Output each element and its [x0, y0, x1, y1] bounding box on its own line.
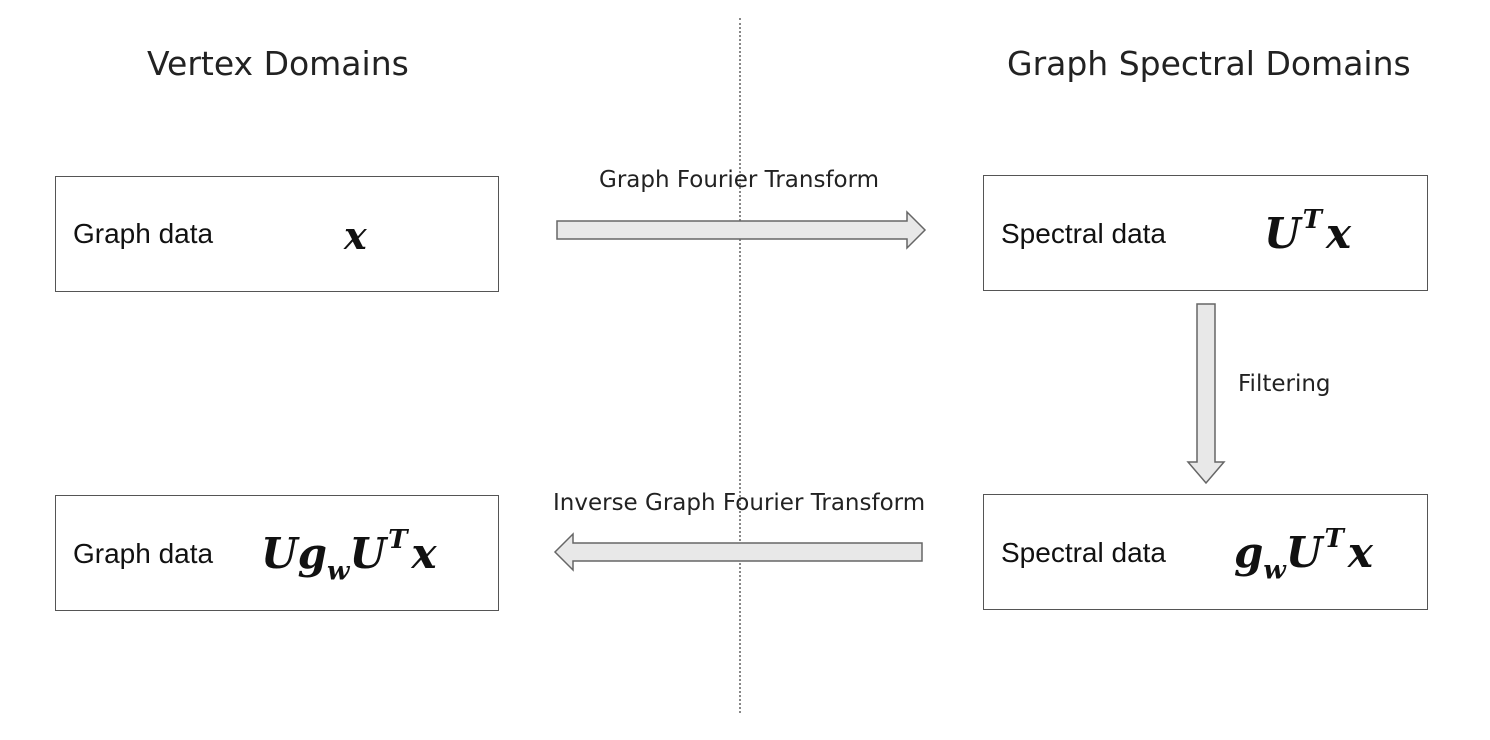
spectral-data-box: Spectral data UTx — [983, 175, 1428, 291]
domain-divider — [739, 18, 741, 713]
filtering-arrow — [1186, 303, 1226, 485]
reconstructed-graph-data-box: Graph data UgwUTx — [55, 495, 499, 611]
filtered-spectral-data-label: Spectral data — [1001, 537, 1166, 568]
inverse-graph-fourier-transform-arrow — [553, 532, 923, 572]
inverse-graph-fourier-transform-label: Inverse Graph Fourier Transform — [553, 490, 926, 516]
graph-fourier-transform-label: Graph Fourier Transform — [599, 167, 880, 193]
filtered-spectral-symbol: gwUTx — [1234, 524, 1373, 586]
spectral-data-label: Spectral data — [1001, 218, 1166, 249]
graph-data-box: Graph data x — [55, 176, 499, 292]
filtered-spectral-data-box: Spectral data gwUTx — [983, 494, 1428, 610]
graph-spectral-domains-heading: Graph Spectral Domains — [1007, 44, 1411, 83]
spectral-transform-symbol: UTx — [1264, 205, 1352, 258]
filtering-label: Filtering — [1238, 371, 1331, 397]
signal-x-symbol: x — [344, 213, 367, 258]
graph-fourier-transform-arrow — [556, 210, 927, 250]
vertex-domains-heading: Vertex Domains — [147, 44, 409, 83]
reconstructed-graph-data-label: Graph data — [73, 538, 214, 569]
reconstructed-signal-symbol: UgwUTx — [261, 525, 437, 587]
graph-data-label: Graph data — [73, 218, 214, 249]
